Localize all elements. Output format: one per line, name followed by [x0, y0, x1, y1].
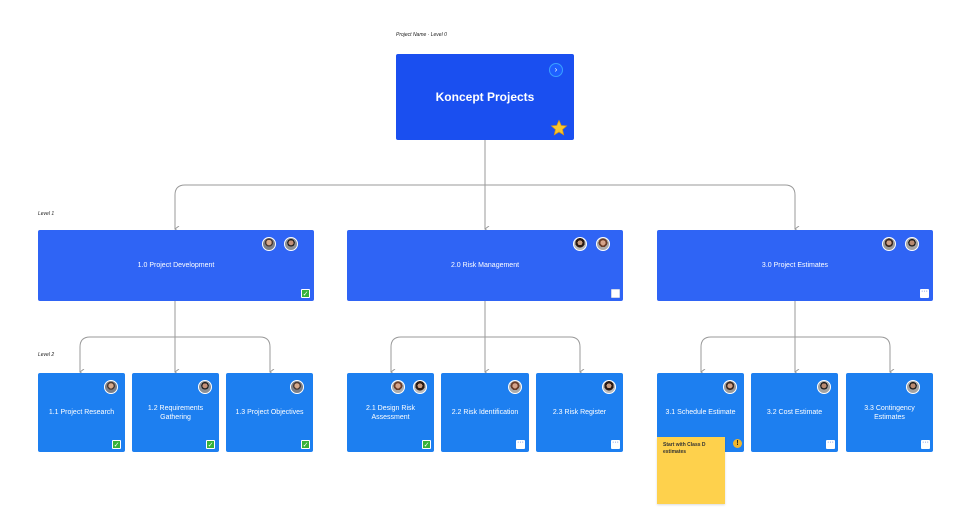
avatar [906, 380, 920, 394]
avatar [723, 380, 737, 394]
level2-node-contingency-estimates[interactable]: 3.3 Contingency Estimates [846, 373, 933, 452]
project-name-label: Project Name · Level 0 [396, 32, 447, 38]
avatar [508, 380, 522, 394]
node-title: 1.1 Project Research [48, 409, 115, 416]
node-title: 3.2 Cost Estimate [766, 409, 823, 416]
connector-root-to-1 [175, 140, 486, 229]
connector-3-to-3-3 [795, 336, 890, 372]
avatar [596, 237, 610, 251]
checkbox-empty-icon[interactable] [611, 289, 620, 298]
avatar [817, 380, 831, 394]
node-title: 3.1 Schedule Estimate [665, 409, 736, 416]
more-dots-icon[interactable]: ··· [516, 439, 525, 449]
checkbox-checked-icon[interactable]: ✓ [422, 440, 431, 449]
checkbox-checked-icon[interactable]: ✓ [301, 440, 310, 449]
connector-2-to-2-3 [485, 336, 580, 372]
avatar [198, 380, 212, 394]
sticky-note-text: Start with Class D estimates [663, 442, 706, 455]
checkbox-checked-icon[interactable]: ✓ [206, 440, 215, 449]
level2-label: Level 2 [38, 352, 55, 358]
more-dots-icon[interactable]: ··· [826, 439, 835, 449]
connector-3-to-3-1 [701, 301, 796, 372]
level1-label: Level 1 [38, 211, 55, 217]
checkbox-checked-icon[interactable]: ✓ [301, 289, 310, 298]
connector-1-to-1-3 [175, 336, 270, 372]
avatar [391, 380, 405, 394]
avatar [602, 380, 616, 394]
connector-2-to-2-1 [391, 301, 486, 372]
avatar [882, 237, 896, 251]
avatar [104, 380, 118, 394]
node-title: 2.0 Risk Management [450, 262, 520, 269]
avatar [573, 237, 587, 251]
more-dots-icon[interactable]: ··· [920, 288, 929, 298]
node-title: 3.3 Contingency Estimates [864, 404, 915, 421]
root-title: Koncept Projects [435, 90, 535, 104]
node-title: 3.0 Project Estimates [761, 262, 829, 269]
node-title: 2.2 Risk Identification [451, 409, 519, 416]
avatar [413, 380, 427, 394]
node-title: 1.3 Project Objectives [235, 409, 304, 416]
root-node[interactable]: Koncept Projects [396, 54, 574, 140]
connector-root-to-3 [485, 184, 795, 229]
avatar [290, 380, 304, 394]
chevron-right-icon[interactable]: › [549, 63, 563, 77]
node-title: 2.3 Risk Register [552, 409, 607, 416]
avatar [284, 237, 298, 251]
node-title: 1.0 Project Development [137, 262, 215, 269]
checkbox-checked-icon[interactable]: ✓ [112, 440, 121, 449]
star-icon [550, 119, 568, 136]
sticky-note[interactable]: Start with Class D estimates [657, 437, 725, 504]
avatar [262, 237, 276, 251]
more-dots-icon[interactable]: ··· [611, 439, 620, 449]
node-title: 1.2 Requirements Gathering [147, 404, 204, 421]
connector-1-to-1-1 [80, 301, 176, 372]
avatar [905, 237, 919, 251]
node-title: 2.1 Design Risk Assessment [365, 404, 416, 421]
more-dots-icon[interactable]: ··· [921, 439, 930, 449]
warning-icon[interactable]: ! [733, 439, 742, 448]
